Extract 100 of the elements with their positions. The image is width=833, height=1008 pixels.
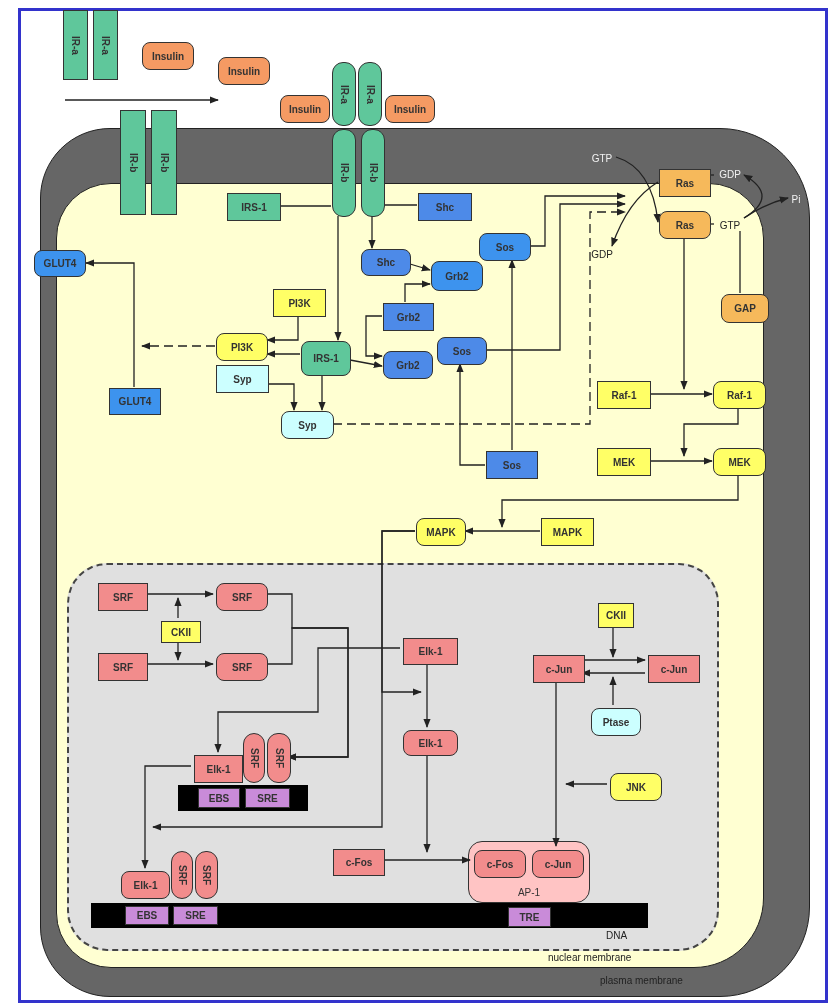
protein-box: [474, 850, 526, 878]
protein-name: MEK: [612, 456, 636, 468]
protein-box: [598, 603, 634, 628]
arrow: [611, 181, 659, 247]
protein-name: MEK: [728, 456, 751, 468]
arrow: [174, 597, 182, 619]
arrow: [318, 374, 326, 411]
connector-line: [279, 205, 332, 207]
protein-name: IRS-1: [313, 353, 339, 364]
protein-name: Insulin: [151, 50, 185, 62]
protein-name: Raf-1: [727, 389, 752, 401]
protein-name: EBS: [136, 910, 158, 921]
protein-box: [648, 655, 700, 683]
arrow: [267, 383, 298, 411]
protein-box: [216, 583, 268, 611]
protein-name: AP-1: [516, 887, 542, 898]
protein-box: [332, 62, 356, 126]
protein-box: [383, 303, 434, 331]
protein-name: c-Fos: [345, 857, 373, 868]
arrow: [266, 315, 299, 344]
protein-box: [659, 211, 711, 239]
dashed-arrow: [141, 342, 216, 350]
connector-line: [709, 223, 715, 225]
protein-name: SRF: [273, 748, 285, 768]
arrow: [85, 259, 135, 388]
arrow: [368, 215, 376, 249]
protein-box: [713, 381, 766, 409]
arrow: [464, 527, 541, 535]
protein-box: [280, 95, 330, 123]
molecule-label: Pi: [789, 192, 803, 206]
region-label: DNA: [606, 930, 628, 941]
protein-name: Raf-1: [611, 389, 637, 401]
molecule-label: GTP: [587, 151, 617, 165]
protein-box: [34, 250, 86, 277]
protein-name: c-Fos: [486, 858, 514, 870]
protein-box: [591, 708, 641, 736]
arrow: [409, 263, 431, 272]
connector-line: [739, 230, 741, 294]
protein-name: IRS-1: [241, 201, 267, 213]
molecule-label: GDP: [587, 247, 617, 261]
protein-box: [532, 850, 584, 878]
protein-name: GLUT4: [118, 396, 152, 407]
protein-box: [98, 583, 148, 611]
protein-name: Elk-1: [133, 879, 158, 891]
protein-box: [198, 788, 240, 808]
protein-name: PI3K: [230, 341, 254, 353]
protein-name: SRF: [113, 591, 133, 603]
protein-name: SRF: [232, 591, 252, 603]
arrow: [214, 647, 401, 753]
molecule-label: GDP: [715, 167, 745, 181]
protein-name: IR-b: [127, 152, 139, 173]
protein-box: [218, 57, 270, 85]
protein-name: IR-b: [338, 163, 350, 183]
arrow: [365, 315, 383, 360]
protein-box: [508, 907, 551, 927]
arrow: [266, 350, 301, 358]
protein-name: SRE: [257, 792, 278, 804]
protein-box: [403, 730, 458, 756]
protein-box: [227, 193, 281, 221]
protein-name: GLUT4: [43, 258, 77, 269]
protein-box: [597, 381, 651, 409]
protein-name: IR-a: [338, 84, 350, 104]
protein-box: [403, 638, 458, 665]
region-label: plasma membrane: [600, 975, 683, 986]
protein-name: Elk-1: [418, 646, 443, 657]
arrow: [529, 192, 626, 247]
arrow: [508, 259, 516, 451]
protein-name: IR-a: [70, 35, 81, 55]
protein-name: c-Jun: [545, 663, 573, 675]
protein-name: SRF: [201, 865, 212, 885]
protein-box: [267, 733, 291, 783]
arrow: [743, 196, 789, 219]
protein-box: [173, 906, 218, 925]
protein-box: [281, 411, 334, 439]
protein-name: Sos: [495, 241, 515, 253]
protein-box: [245, 788, 290, 808]
protein-name: PI3K: [288, 297, 311, 309]
protein-name: Elk-1: [418, 737, 443, 749]
protein-box: [383, 351, 433, 379]
protein-box: [541, 518, 594, 546]
protein-box: [301, 341, 351, 376]
region-label: nuclear membrane: [548, 952, 632, 963]
protein-box: [151, 110, 177, 215]
protein-box: [98, 653, 148, 681]
arrow: [565, 780, 608, 788]
arrow: [680, 237, 688, 390]
arrow: [141, 765, 192, 869]
protein-name: IR-a: [364, 84, 376, 104]
protein-box: [385, 95, 435, 123]
dna-strand: [91, 903, 648, 928]
protein-box: [416, 518, 466, 546]
connector-line: [709, 174, 715, 176]
protein-box: [361, 129, 385, 217]
arrow: [615, 156, 661, 223]
protein-name: c-Jun: [544, 858, 572, 870]
protein-name: Grb2: [396, 359, 420, 371]
protein-box: [63, 10, 88, 80]
protein-box: [533, 655, 585, 683]
protein-box: [142, 42, 194, 70]
protein-name: SRF: [248, 748, 260, 768]
